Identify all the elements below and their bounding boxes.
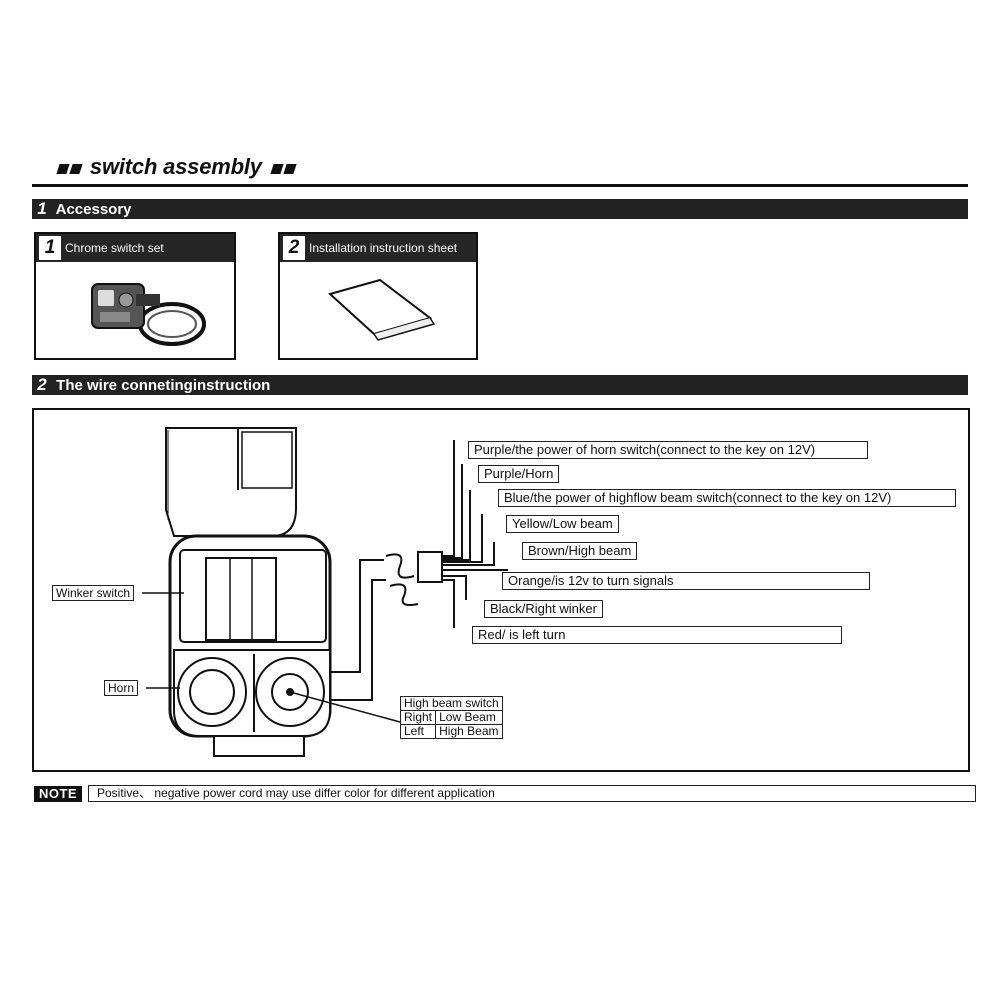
section-wire-bar: 2 The wire connetinginstruction	[32, 375, 968, 395]
high-beam-function: High Beam	[435, 724, 503, 739]
table-row: Right Low Beam	[399, 710, 503, 725]
wire-label-red: Red/ is left turn	[472, 626, 842, 644]
page-title: switch assembly	[56, 154, 298, 180]
wire-label-yellow: Yellow/Low beam	[506, 515, 619, 533]
accessory-number: 2	[283, 236, 305, 260]
switch-drawing	[142, 427, 508, 757]
instruction-sheet-image	[327, 278, 436, 341]
switch-set-image	[91, 283, 206, 346]
high-beam-title: High beam switch	[400, 696, 503, 711]
high-beam-position: Right	[399, 710, 437, 725]
page-title-text: switch assembly	[89, 154, 262, 179]
table-row: Left High Beam	[399, 724, 503, 739]
winker-switch-label: Winker switch	[52, 585, 135, 601]
title-square-icon	[56, 164, 70, 174]
accessory-label: Installation instruction sheet	[309, 241, 458, 255]
accessory-card-header: 1 Chrome switch set	[36, 234, 234, 262]
section-number: 1	[37, 199, 47, 218]
wiring-diagram: Winker switch Horn Purple/the power of h…	[32, 408, 970, 772]
accessory-card-switch-set: 1 Chrome switch set	[34, 232, 236, 360]
wire-label-blue-power: Blue/the power of highflow beam switch(c…	[498, 489, 956, 507]
section-number: 2	[37, 375, 47, 394]
section-accessory-bar: 1 Accessory	[32, 199, 968, 219]
wire-label-brown: Brown/High beam	[522, 542, 638, 560]
wire-label-orange: Orange/is 12v to turn signals	[502, 572, 870, 590]
note-tag: NOTE	[34, 786, 82, 802]
wire-label-black: Black/Right winker	[484, 600, 603, 618]
high-beam-position: Left	[399, 724, 437, 739]
high-beam-function: Low Beam	[435, 710, 503, 725]
horn-label: Horn	[104, 680, 139, 696]
accessory-number: 1	[39, 236, 61, 260]
accessory-card-instruction-sheet: 2 Installation instruction sheet	[278, 232, 478, 360]
title-square-icon	[69, 164, 83, 174]
wire-label-purple-power: Purple/the power of horn switch(connect …	[468, 441, 868, 459]
title-underline	[32, 184, 968, 187]
note-text: Positive、 negative power cord may use di…	[88, 785, 976, 802]
section-label: Accessory	[55, 201, 132, 218]
wire-label-purple-horn: Purple/Horn	[478, 465, 560, 483]
section-label: The wire connetinginstruction	[56, 377, 271, 394]
accessory-label: Chrome switch set	[65, 241, 164, 255]
title-square-icon	[283, 164, 297, 174]
high-beam-switch-table: High beam switch Right Low Beam Left Hig…	[399, 696, 503, 739]
title-square-icon	[270, 164, 284, 174]
accessory-card-header: 2 Installation instruction sheet	[280, 234, 476, 262]
